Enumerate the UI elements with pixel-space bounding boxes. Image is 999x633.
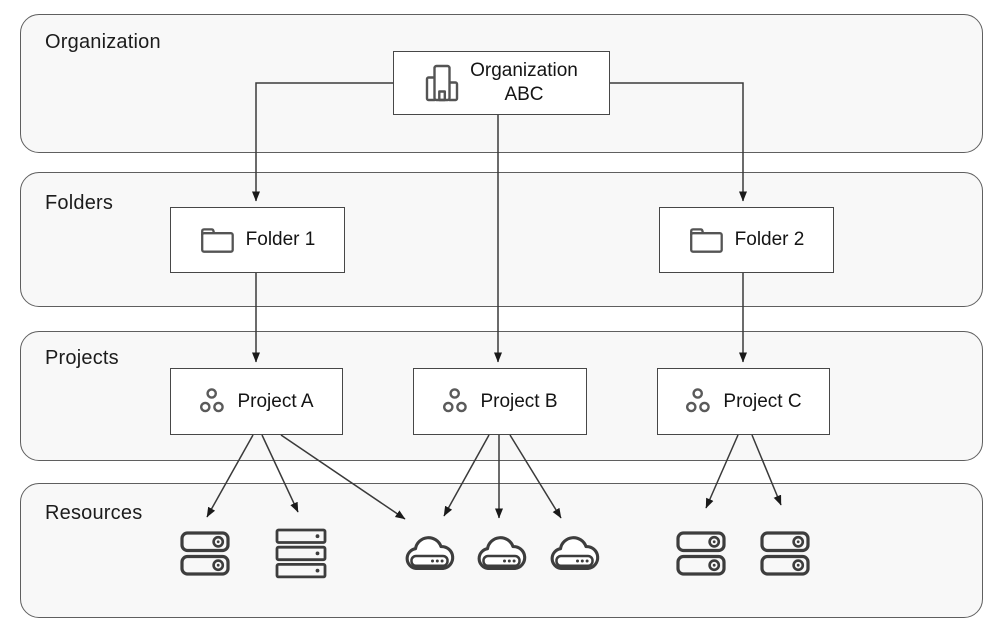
band-folders: Folders [20,172,983,307]
server-stack-icon [180,531,230,576]
server-stack-icon [676,531,726,576]
band-projects-label: Projects [45,347,119,369]
node-project-a: Project A [170,368,343,435]
folder-icon [689,227,724,254]
project-dots-icon [199,387,226,416]
node-folder-2: Folder 2 [659,207,834,273]
folder-icon [200,227,235,254]
server-stack-icon [760,531,810,576]
band-folders-label: Folders [45,192,114,214]
node-project-a-label: Project A [237,390,314,412]
organization-building-icon [425,64,459,102]
project-dots-icon [442,387,469,416]
node-project-b: Project B [413,368,587,435]
org-label-line1: Organization [470,60,578,82]
server-rack-icon [275,528,327,579]
node-project-c: Project C [657,368,830,435]
node-project-b-label: Project B [480,390,558,412]
cloud-server-icon [403,533,456,573]
node-project-c-label: Project C [723,390,802,412]
node-folder-2-label: Folder 2 [734,229,805,250]
cloud-server-icon [475,533,528,573]
band-resources-label: Resources [45,502,143,524]
org-label-line2: ABC [504,84,544,105]
band-organization-label: Organization [45,31,161,53]
node-organization-abc: Organization ABC [393,51,610,115]
node-organization-abc-label: Organization ABC [470,59,578,107]
cloud-server-icon [548,533,601,573]
node-folder-1: Folder 1 [170,207,345,273]
project-dots-icon [685,387,712,416]
node-folder-1-label: Folder 1 [245,229,316,250]
